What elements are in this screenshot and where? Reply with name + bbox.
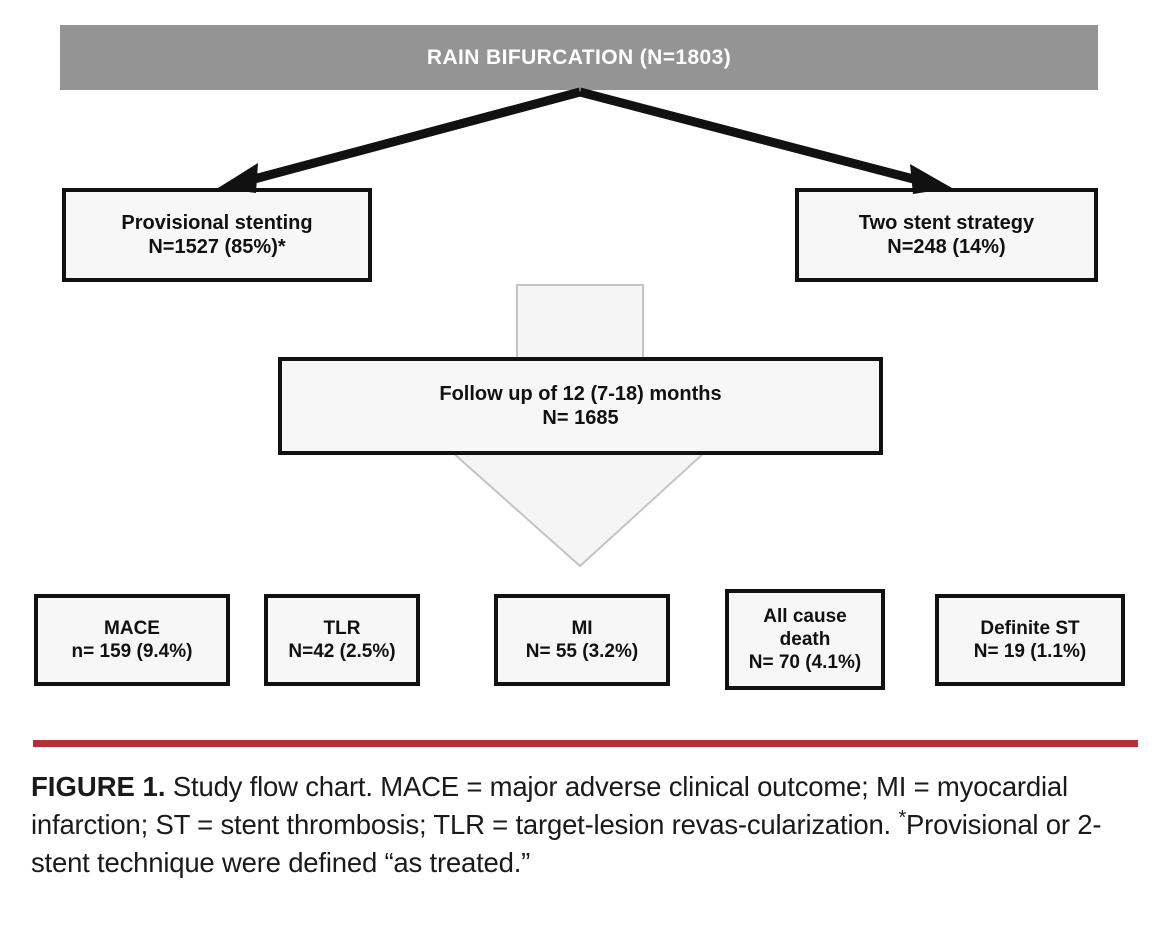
- node-follow-up: Follow up of 12 (7-18) months N= 1685: [278, 357, 883, 455]
- caption-rule: [33, 740, 1138, 747]
- branch-right-arrow: [578, 87, 952, 194]
- node-line: N=248 (14%): [887, 236, 1006, 258]
- node-mi: MI N= 55 (3.2%): [494, 594, 670, 686]
- node-line: Definite ST: [980, 617, 1080, 639]
- node-definite-st: Definite ST N= 19 (1.1%): [935, 594, 1125, 686]
- caption-text-part-2: Provisional or 2-stent technique were de…: [31, 808, 1102, 878]
- node-line: Follow up of 12 (7-18) months: [439, 382, 722, 405]
- node-line: death: [779, 628, 831, 650]
- node-line: Two stent strategy: [858, 211, 1035, 234]
- caption-asterisk: *: [898, 806, 907, 829]
- node-line: N= 55 (3.2%): [525, 641, 639, 662]
- node-line: TLR: [323, 617, 361, 639]
- node-line: N=1527 (85%)*: [148, 236, 286, 258]
- node-line: n= 159 (9.4%): [71, 641, 193, 662]
- caption-label: FIGURE 1.: [31, 771, 166, 802]
- node-line: Provisional stenting: [121, 211, 313, 234]
- header-label: RAIN BIFURCATION (N=1803): [426, 45, 732, 69]
- node-line: All cause: [763, 605, 847, 627]
- node-all-cause-death: All cause death N= 70 (4.1%): [725, 589, 885, 690]
- node-line: N= 70 (4.1%): [748, 652, 862, 674]
- node-line: N= 19 (1.1%): [973, 641, 1087, 662]
- node-two-stent-strategy: Two stent strategy N=248 (14%): [795, 188, 1098, 282]
- node-line: MACE: [104, 617, 160, 639]
- node-tlr: TLR N=42 (2.5%): [264, 594, 420, 686]
- caption-text-part-1: Study flow chart. MACE = major adverse c…: [31, 771, 1068, 840]
- figure-caption: FIGURE 1. Study flow chart. MACE = major…: [31, 768, 1143, 882]
- node-mace: MACE n= 159 (9.4%): [34, 594, 230, 686]
- header-rain-bifurcation: RAIN BIFURCATION (N=1803): [60, 25, 1098, 90]
- branch-left-arrow: [218, 87, 582, 193]
- node-provisional-stenting: Provisional stenting N=1527 (85%)*: [62, 188, 372, 282]
- node-line: N= 1685: [542, 407, 619, 429]
- node-line: N=42 (2.5%): [288, 641, 396, 662]
- node-line: MI: [571, 617, 593, 639]
